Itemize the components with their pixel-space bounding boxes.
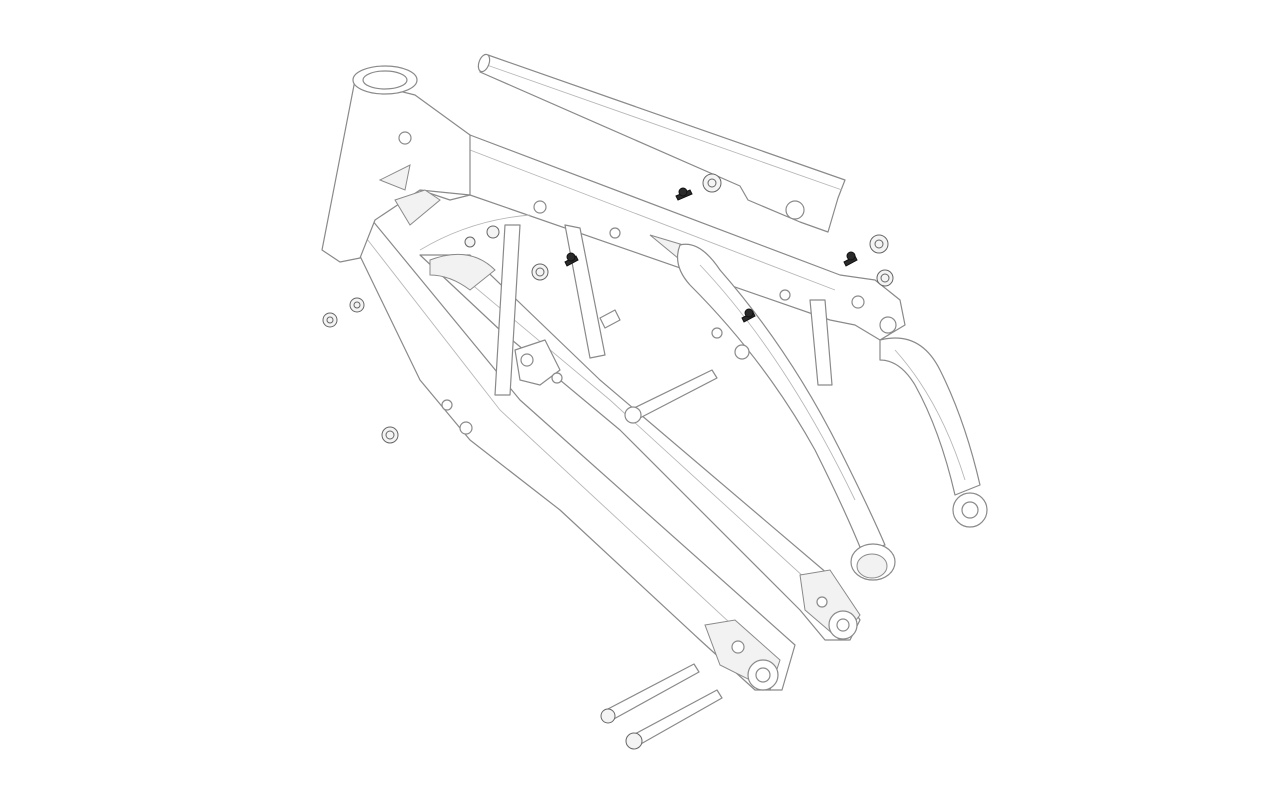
left-down-rail <box>344 219 796 691</box>
bolts <box>564 187 858 323</box>
nuts <box>322 173 894 444</box>
cross-bar <box>599 309 718 424</box>
bolt <box>741 308 756 323</box>
bolt <box>564 252 579 267</box>
seat-rail-tube <box>477 53 846 233</box>
head-tube <box>321 65 531 291</box>
rear-subframe <box>677 243 988 581</box>
axle-bolts <box>600 663 723 750</box>
bolt <box>843 251 858 267</box>
bolt <box>675 187 693 201</box>
